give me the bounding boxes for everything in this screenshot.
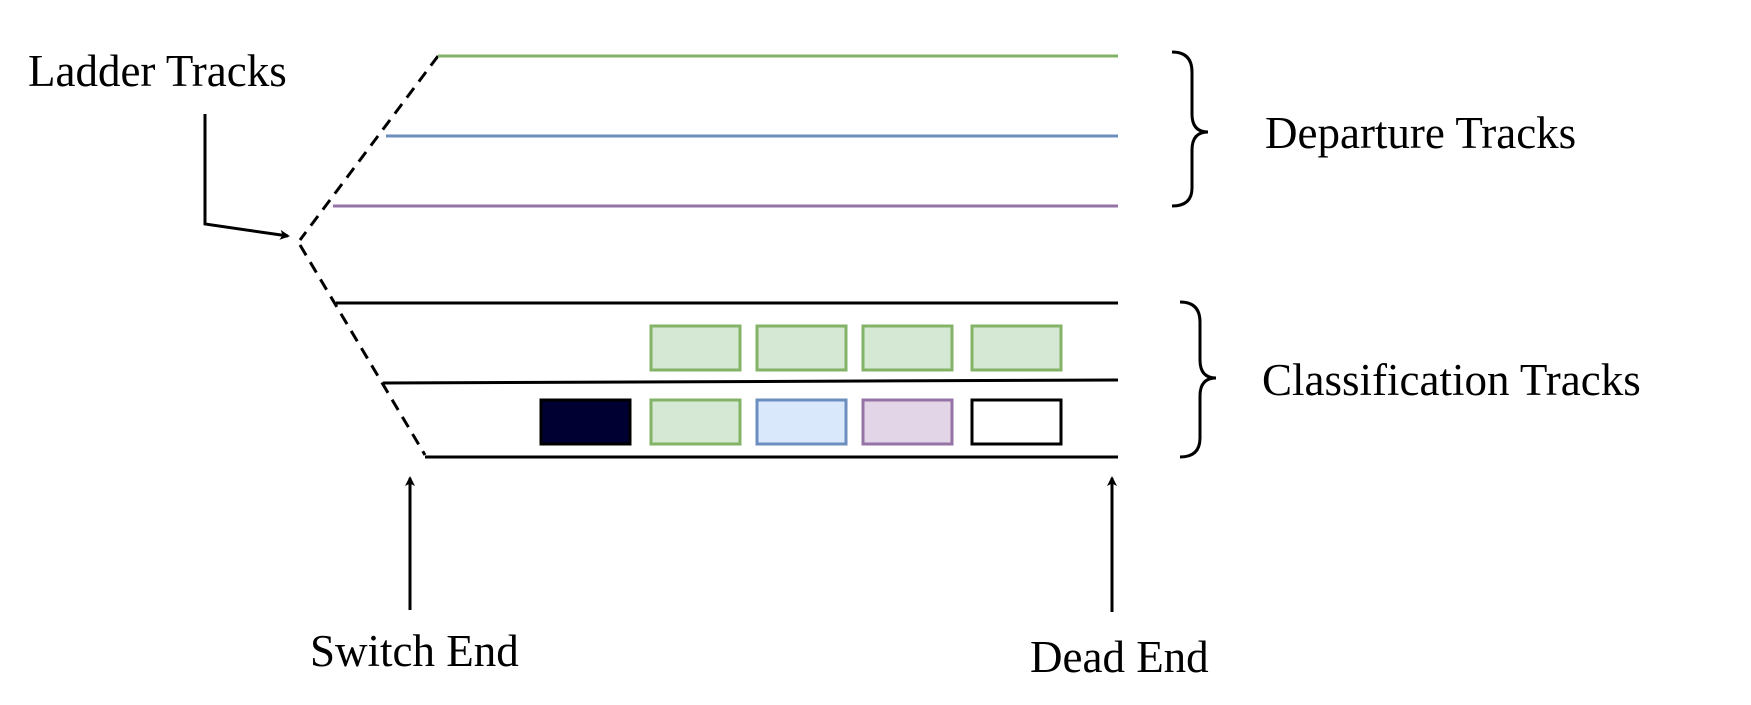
departure-tracks (333, 54, 1118, 208)
classification-tracks-label: Classification Tracks (1262, 355, 1641, 405)
ladder-track-lower (298, 244, 427, 456)
rail-car-green (861, 324, 954, 372)
ladder-tracks-label: Ladder Tracks (28, 46, 287, 96)
rail-car-green (649, 324, 742, 372)
rail-car-white (970, 398, 1063, 446)
rail-car-dark (539, 398, 632, 446)
rail-car-green (755, 324, 848, 372)
ladder-track-upper (298, 55, 440, 241)
departure-tracks-label: Departure Tracks (1265, 108, 1576, 158)
rail-car-green (649, 398, 742, 446)
classification-track-2 (382, 378, 1119, 385)
switch-end-label: Switch End (310, 626, 519, 676)
rail-cars-track-1 (649, 324, 1063, 372)
rail-car-green (970, 324, 1063, 372)
classification-tracks (336, 301, 1119, 459)
rail-car-blue (755, 398, 848, 446)
rail-car-purple (861, 398, 954, 446)
dead-end-label: Dead End (1030, 632, 1209, 682)
ladder-tracks-arrow (203, 114, 290, 240)
classification-tracks-brace (1179, 300, 1217, 459)
departure-tracks-brace (1171, 50, 1209, 208)
rail-cars-track-2 (539, 398, 1063, 446)
ladder-tracks (298, 55, 440, 456)
